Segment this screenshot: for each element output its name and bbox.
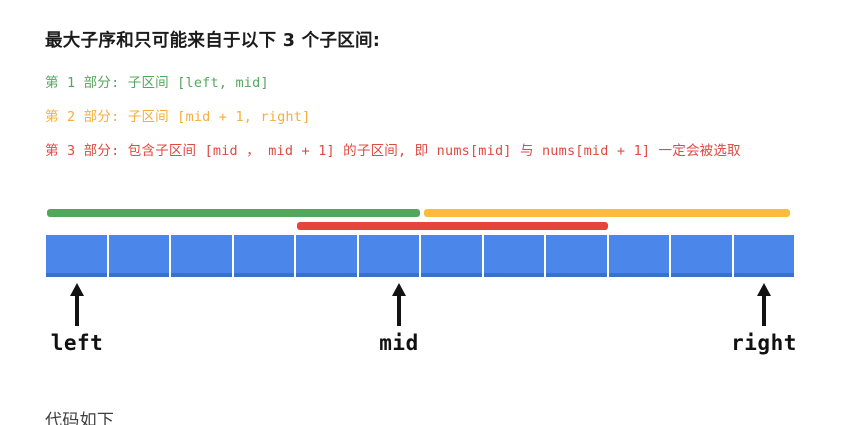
- up-arrow-icon: [392, 283, 406, 326]
- array-cell: [358, 235, 419, 277]
- up-arrow-icon: [757, 283, 771, 326]
- arrow-head: [392, 283, 406, 296]
- array-cell: [483, 235, 544, 277]
- array-cell: [421, 235, 482, 277]
- left-pointer-label: left: [50, 331, 104, 355]
- array-cell: [608, 235, 669, 277]
- array-cell: [733, 235, 794, 277]
- interval-diagram: left mid right: [35, 209, 806, 355]
- right-pointer-label: right: [731, 331, 797, 355]
- right-pointer: right: [722, 283, 806, 355]
- array-cell: [296, 235, 357, 277]
- part-1-description: 第 1 部分: 子区间 [left, mid]: [45, 75, 269, 91]
- arrow-shaft: [75, 296, 79, 326]
- array-cell: [171, 235, 232, 277]
- array-cell: [546, 235, 607, 277]
- mid-pointer-label: mid: [379, 331, 419, 355]
- part-3-description: 第 3 部分: 包含子区间 [mid ， mid + 1] 的子区间, 即 nu…: [45, 143, 741, 159]
- mid-pointer: mid: [357, 283, 441, 355]
- footer-text: 代码如下: [45, 411, 115, 425]
- arrow-shaft: [397, 296, 401, 326]
- arrow-head: [757, 283, 771, 296]
- nums-array: [46, 235, 794, 277]
- up-arrow-icon: [70, 283, 84, 326]
- array-cell: [671, 235, 732, 277]
- part-2-description: 第 2 部分: 子区间 [mid + 1, right]: [45, 109, 311, 125]
- arrow-shaft: [762, 296, 766, 326]
- left-pointer: left: [35, 283, 119, 355]
- cross-mid-interval-bar: [297, 222, 608, 230]
- left-mid-interval-bar: [47, 209, 420, 217]
- array-cell: [108, 235, 169, 277]
- array-cell: [233, 235, 294, 277]
- mid1-right-interval-bar: [424, 209, 790, 217]
- array-cell: [46, 235, 107, 277]
- figure-title: 最大子序和只可能来自于以下 3 个子区间:: [45, 31, 381, 51]
- arrow-head: [70, 283, 84, 296]
